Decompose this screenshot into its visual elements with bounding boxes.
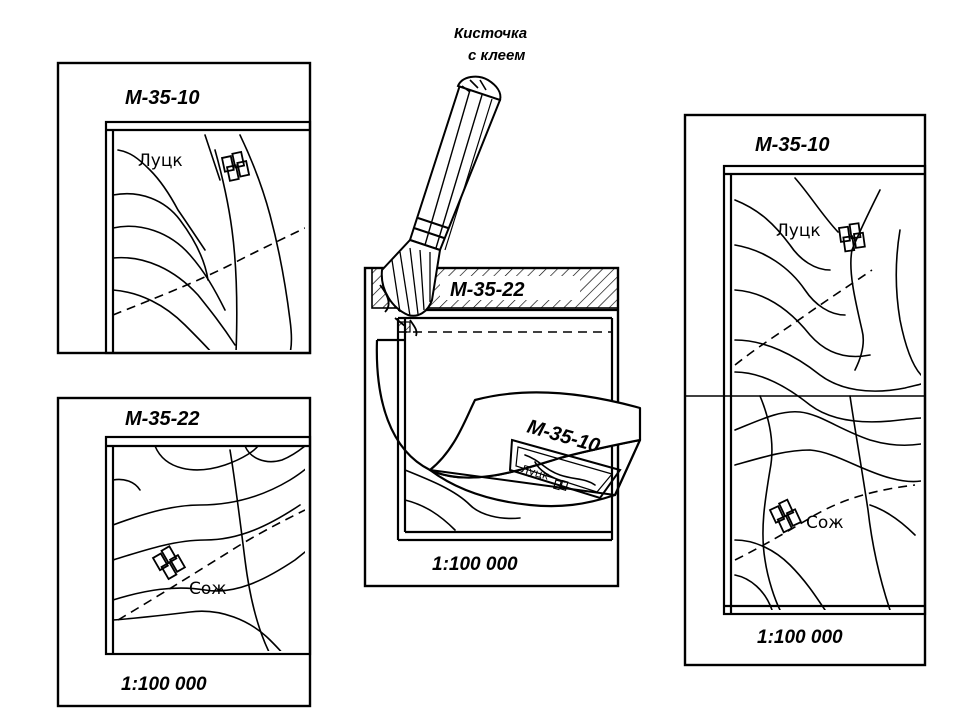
settlement-symbol-icon (768, 498, 803, 534)
panel-middle-scale-label: 1:100 000 (432, 554, 518, 575)
panel-top-left: М-35-10 Луцк (56, 61, 312, 355)
panel-bottom-left: М-35-22 Сож 1:100 000 (56, 396, 312, 708)
panel-right: М-35-10 Луцк (683, 113, 927, 667)
settlement-symbol-icon (552, 479, 569, 491)
panel-right-place-label-top: Луцк (776, 221, 821, 241)
brush-caption-line2: с клеем (468, 47, 525, 64)
brush-caption-line1: Кисточка (454, 25, 527, 42)
panel-bottom-left-contours (112, 445, 305, 651)
curled-sheet-back (428, 391, 642, 479)
panel-bottom-left-border (56, 396, 312, 708)
panel-bottom-left-scale-label: 1:100 000 (121, 674, 207, 695)
panel-middle-lower-sheet-title: М-35-22 (450, 279, 524, 301)
panel-right-place-label-bottom: Сож (806, 513, 844, 533)
settlement-symbol-icon (220, 150, 251, 182)
panel-right-sheet-title: М-35-10 (755, 134, 829, 156)
panel-middle-contours (404, 469, 521, 531)
panel-bottom-left-place-label: Сож (189, 579, 227, 599)
settlement-symbol-icon (837, 222, 866, 253)
panel-bottom-left-sheet-title: М-35-22 (125, 408, 199, 430)
brush-bristles (380, 238, 442, 317)
panel-top-left-contours (112, 134, 305, 350)
panel-top-left-place-label: Луцк (138, 151, 183, 171)
panel-right-map-frame (722, 164, 927, 616)
brush-handle (408, 83, 502, 252)
settlement-symbol-icon (151, 545, 187, 581)
panel-bottom-left-map-frame (104, 435, 312, 656)
brush-icon: Кисточка с клеем (379, 25, 527, 337)
panel-middle: М-35-22 М-35-10 Луцк 1:100 (363, 266, 642, 588)
panel-top-left-map-frame (104, 120, 312, 355)
panel-right-scale-label: 1:100 000 (757, 627, 843, 648)
panel-right-contours (734, 177, 921, 610)
panel-top-left-sheet-title: М-35-10 (125, 87, 199, 109)
